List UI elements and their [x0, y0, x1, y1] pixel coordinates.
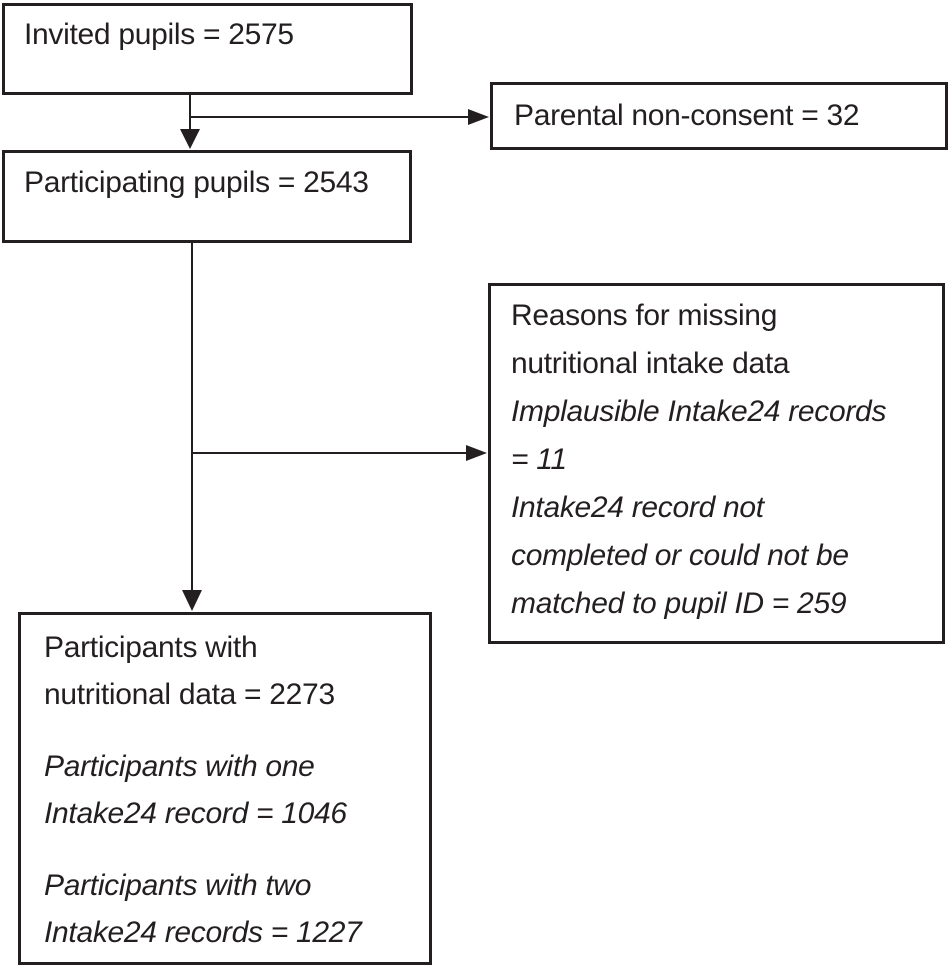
arrow-participating-to-nutritional	[182, 243, 202, 611]
participants-two-records-line: Intake24 records = 1227	[44, 916, 362, 949]
missing-reasons-heading-line: Reasons for missing	[511, 299, 778, 332]
implausible-records-count-line: = 11	[511, 443, 567, 476]
box-parental-non-consent: Parental non-consent = 32	[490, 82, 948, 150]
participants-one-record-line: Intake24 record = 1046	[44, 797, 347, 830]
participants-two-records-paragraph: Participants with two Intake24 records =…	[44, 862, 421, 956]
box-participating-pupils: Participating pupils = 2543	[2, 150, 412, 243]
participants-two-records-line: Participants with two	[44, 869, 312, 902]
participants-one-record-line: Participants with one	[44, 750, 315, 783]
participants-nutritional-data-line: Participants with	[44, 631, 258, 664]
participants-nutritional-data-line: nutritional data = 2273	[44, 678, 335, 711]
participants-one-record-paragraph: Participants with one Intake24 record = …	[44, 743, 421, 837]
participants-nutritional-data-paragraph: Participants with nutritional data = 227…	[44, 624, 421, 718]
arrow-branch-to-missing-reasons	[192, 445, 487, 461]
participating-pupils-text: Participating pupils = 2543	[24, 166, 369, 199]
arrow-invited-to-participating	[180, 95, 200, 149]
implausible-records-line: Implausible Intake24 records	[511, 395, 887, 428]
invited-pupils-text: Invited pupils = 2575	[24, 18, 294, 51]
record-not-completed-line: completed or could not be	[511, 539, 849, 572]
missing-reasons-heading-line: nutritional intake data	[511, 347, 790, 380]
box-participants-nutritional-data: Participants with nutritional data = 227…	[18, 612, 432, 965]
record-not-completed-line: Intake24 record not	[511, 491, 764, 524]
box-missing-data-reasons: Reasons for missing nutritional intake d…	[488, 283, 945, 644]
record-not-completed-count-line: matched to pupil ID = 259	[511, 587, 847, 620]
arrow-branch-to-parental-non-consent	[190, 109, 489, 125]
box-invited-pupils: Invited pupils = 2575	[2, 3, 413, 95]
parental-non-consent-text: Parental non-consent = 32	[514, 99, 860, 132]
